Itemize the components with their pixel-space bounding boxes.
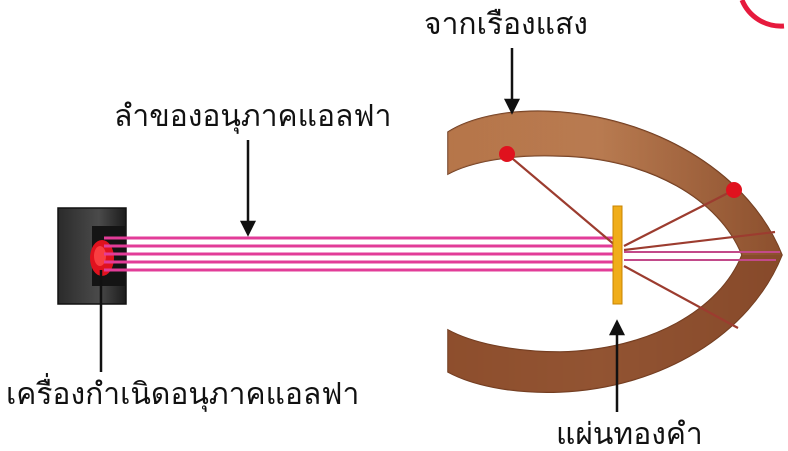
fluorescent-screen-lower-band	[448, 255, 782, 393]
beam-arrow-head	[239, 220, 257, 237]
alpha-source-glow-core	[94, 246, 106, 266]
screen-arrow-head	[503, 98, 521, 115]
alpha-beam-label: ลำของอนุภาคแอลฟา	[114, 99, 391, 135]
alpha-source-label: เครื่องกำเนิดอนุภาคแอลฟา	[6, 373, 359, 413]
leader-arrows	[99, 48, 626, 412]
scattered-ray-upper	[623, 189, 735, 247]
alpha-source	[57, 207, 127, 305]
flash-dot	[726, 182, 742, 198]
scattered-ray-back	[506, 153, 617, 247]
foil-arrow-head	[608, 319, 626, 336]
flash-dot	[499, 146, 515, 162]
scattered-ray-upper-mid	[623, 230, 776, 252]
gold-foil	[612, 205, 623, 305]
alpha-beam	[104, 236, 616, 272]
transmitted-rays	[624, 251, 780, 261]
corner-mark	[739, 0, 785, 29]
scattered-rays	[506, 153, 776, 329]
scattered-ray-lower	[623, 265, 739, 329]
gold-foil-label: แผ่นทองคำ	[556, 417, 703, 451]
screen-label: จากเรืองแสง	[424, 7, 588, 42]
fluorescent-screen-upper-band	[448, 111, 782, 256]
